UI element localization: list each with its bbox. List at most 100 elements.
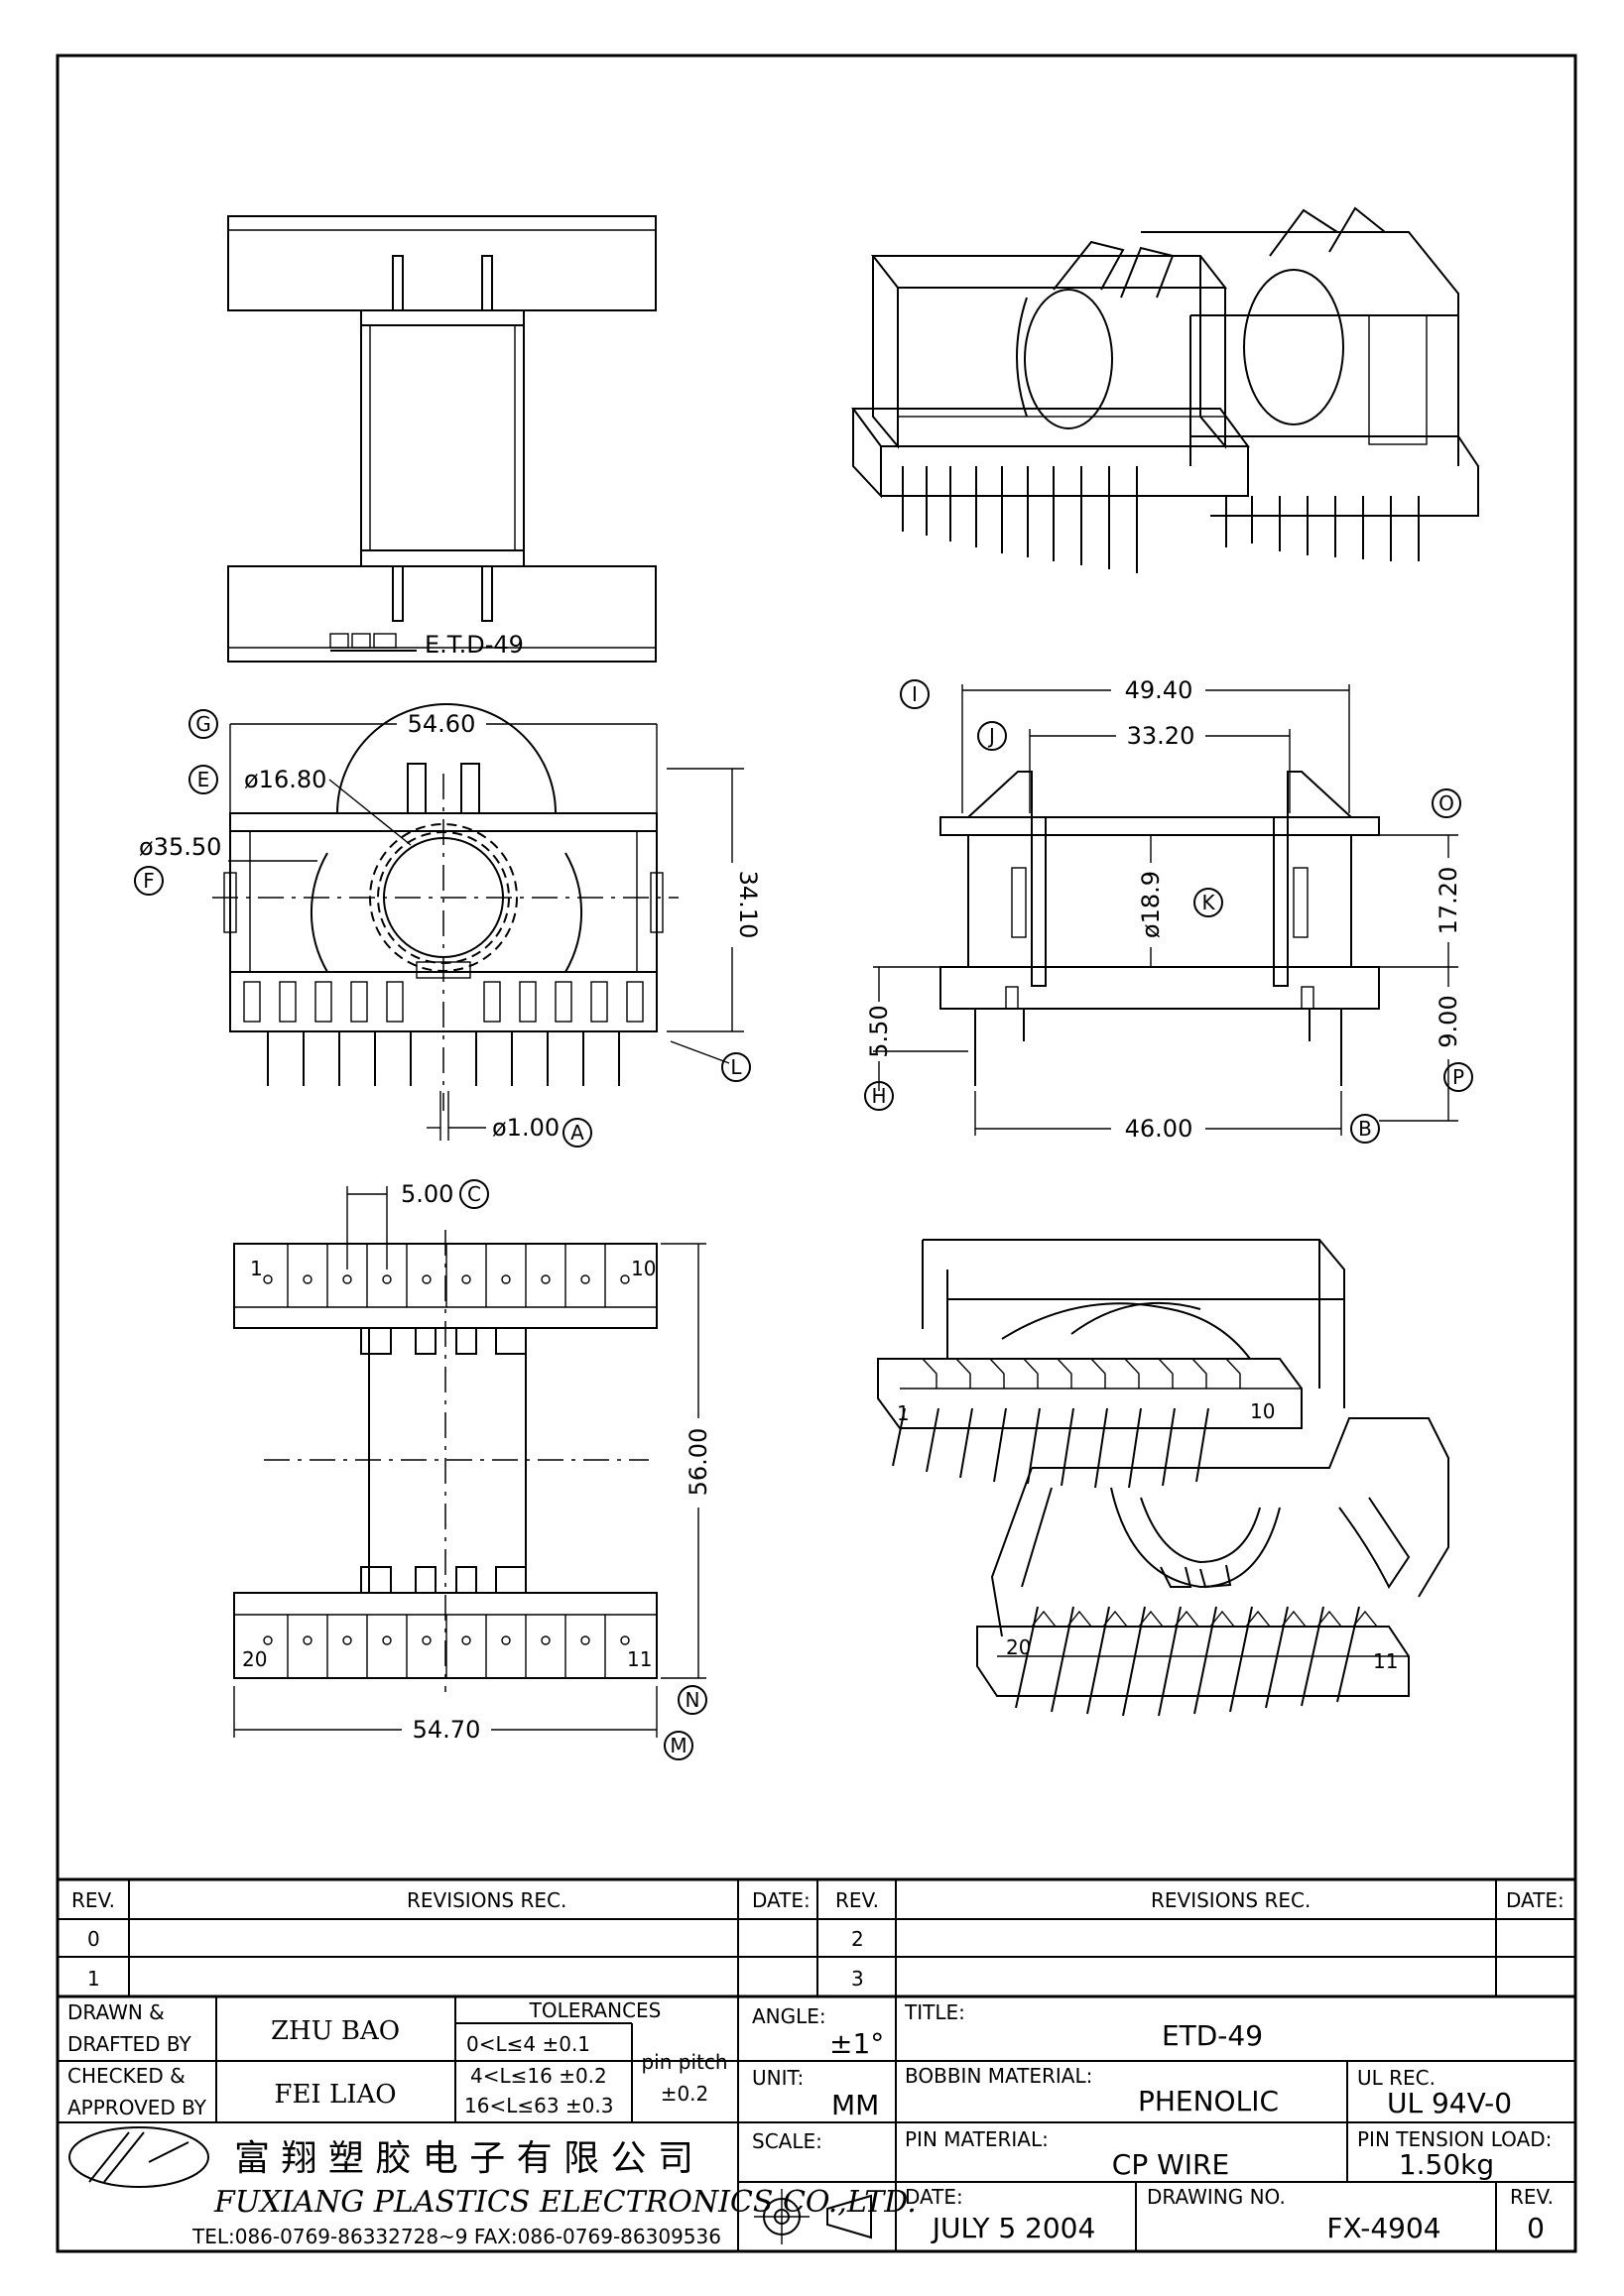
bobbin-material-label: BOBBIN MATERIAL: [905, 2064, 1092, 2088]
svg-text:G: G [195, 712, 211, 736]
drawing-no-label: DRAWING NO. [1147, 2185, 1286, 2209]
top-core-tube [360, 324, 525, 551]
drawn-by-value: ZHU BAO [271, 2016, 400, 2046]
svg-text:H: H [871, 1084, 886, 1108]
svg-text:O: O [1438, 791, 1454, 815]
pin-material-value: CP WIRE [1112, 2148, 1229, 2181]
side-core [1045, 834, 1275, 968]
side-dim-pin-len: 5.50 [865, 1005, 893, 1057]
side-dim-overall: 49.40 [1125, 676, 1193, 704]
front-view: 54.60 ø16.80 ø35.50 34.10 ø1.00 G E F L … [134, 703, 762, 1148]
bottom-dim-width: 54.70 [413, 1716, 481, 1744]
rev-header-left: REV. [71, 1888, 115, 1912]
svg-text:N: N [686, 1688, 700, 1712]
drawing-no-value: FX-4904 [1326, 2212, 1440, 2244]
projection-symbol [754, 2189, 872, 2244]
rev-value: 0 [1527, 2212, 1545, 2244]
tolerance-row-1: 0<L≤4 ±0.1 [466, 2032, 590, 2056]
tolerances-heading: TOLERANCES [529, 1998, 662, 2022]
balloon-a [562, 1118, 592, 1148]
iso-pin-1: 1 [897, 1401, 910, 1425]
front-dim-pin-dia: ø1.00 [492, 1114, 560, 1142]
top-pin [392, 255, 404, 311]
rev-row-1: 1 [87, 1967, 100, 1991]
drafted-label: DRAFTED BY [67, 2032, 192, 2056]
svg-text:E: E [197, 768, 210, 791]
scale-label: SCALE: [752, 2129, 822, 2153]
balloon-p [1443, 1062, 1473, 1092]
company-name-cn: 富 翔 塑 胶 电 子 有 限 公 司 [234, 2138, 693, 2179]
balloon-c [459, 1179, 489, 1209]
bobbin-material-value: PHENOLIC [1138, 2085, 1279, 2117]
unit-label: UNIT: [752, 2066, 804, 2090]
front-dim-width: 54.60 [408, 710, 476, 738]
top-view: E.T.D-49 [227, 215, 657, 663]
balloon-j [977, 721, 1007, 751]
svg-text:B: B [1358, 1117, 1372, 1141]
iso-pin-11: 11 [1373, 1649, 1398, 1673]
sheet-border [56, 54, 1577, 2253]
ul-rec-value: UL 94V-0 [1387, 2087, 1512, 2119]
revisions-header-right: REVISIONS REC. [1151, 1888, 1311, 1912]
rev-row-3: 3 [851, 1967, 864, 1991]
svg-text:M: M [670, 1734, 687, 1757]
bottom-dim-length: 56.00 [685, 1428, 712, 1497]
top-pin [392, 565, 404, 622]
svg-text:I: I [912, 682, 918, 706]
company-logo [68, 2126, 209, 2188]
iso-view-bottom: 1 10 20 11 [877, 1239, 1449, 1717]
balloon-e [188, 765, 218, 794]
company-name-en: FUXIANG PLASTICS ELECTRONICS CO.,LTD. [213, 2185, 917, 2220]
balloon-f [134, 866, 164, 896]
svg-text:L: L [730, 1055, 742, 1079]
unit-value: MM [831, 2089, 879, 2121]
svg-text:J: J [987, 724, 995, 748]
front-dim-outer-dia: ø35.50 [139, 833, 221, 861]
balloon-m [664, 1731, 693, 1760]
bottom-pin-11: 11 [627, 1647, 652, 1671]
balloon-l [721, 1052, 751, 1082]
svg-text:K: K [1201, 891, 1215, 914]
side-dim-pin-span: 46.00 [1125, 1115, 1193, 1143]
rev-row-2: 2 [851, 1927, 864, 1951]
bottom-pin-1: 1 [250, 1257, 263, 1280]
top-pin [481, 255, 493, 311]
pin-tension-value: 1.50kg [1399, 2148, 1494, 2181]
rev-row-0: 0 [87, 1927, 100, 1951]
date-value: JULY 5 2004 [931, 2212, 1096, 2244]
title-label: TITLE: [904, 2000, 965, 2024]
iso-view-top [851, 206, 1479, 573]
balloon-h [864, 1081, 894, 1111]
title-value: ETD-49 [1162, 2019, 1263, 2052]
date-label: DATE: [905, 2185, 963, 2209]
balloon-g [188, 709, 218, 739]
side-view: 49.40 33.20 ø18.9 17.20 9.00 5.50 46.00 … [864, 676, 1473, 1144]
bottom-pin-10: 10 [631, 1257, 656, 1280]
side-dim-flange: 17.20 [1435, 867, 1462, 935]
balloon-k [1193, 888, 1223, 917]
bottom-pin-20: 20 [242, 1647, 267, 1671]
iso-pin-10: 10 [1250, 1399, 1275, 1423]
balloon-b [1350, 1114, 1380, 1144]
company-tel-fax: TEL:086-0769-86332728~9 FAX:086-0769-863… [191, 2225, 721, 2248]
front-dim-inner-dia: ø16.80 [244, 766, 326, 793]
balloon-n [678, 1685, 707, 1715]
checked-by-value: FEI LIAO [274, 2080, 396, 2110]
side-dim-base: 9.00 [1435, 995, 1462, 1047]
date-header-left: DATE: [752, 1888, 811, 1912]
top-marking-text: E.T.D-49 [425, 631, 524, 659]
drawn-label: DRAWN & [67, 2000, 165, 2024]
tolerance-row-2: 4<L≤16 ±0.2 [470, 2064, 607, 2088]
front-core-arc [336, 703, 557, 814]
angle-value: ±1° [829, 2027, 884, 2060]
front-dim-height: 34.10 [734, 871, 762, 939]
bottom-view: 1 10 20 11 5.00 56.00 54.70 C N M [233, 1179, 712, 1760]
approved-label: APPROVED BY [67, 2096, 207, 2119]
bottom-dim-pitch: 5.00 [401, 1180, 453, 1208]
svg-text:P: P [1452, 1065, 1464, 1089]
svg-text:A: A [570, 1121, 584, 1145]
side-dim-inner: 33.20 [1127, 722, 1195, 750]
checked-label: CHECKED & [67, 2064, 186, 2088]
svg-text:F: F [143, 869, 155, 893]
